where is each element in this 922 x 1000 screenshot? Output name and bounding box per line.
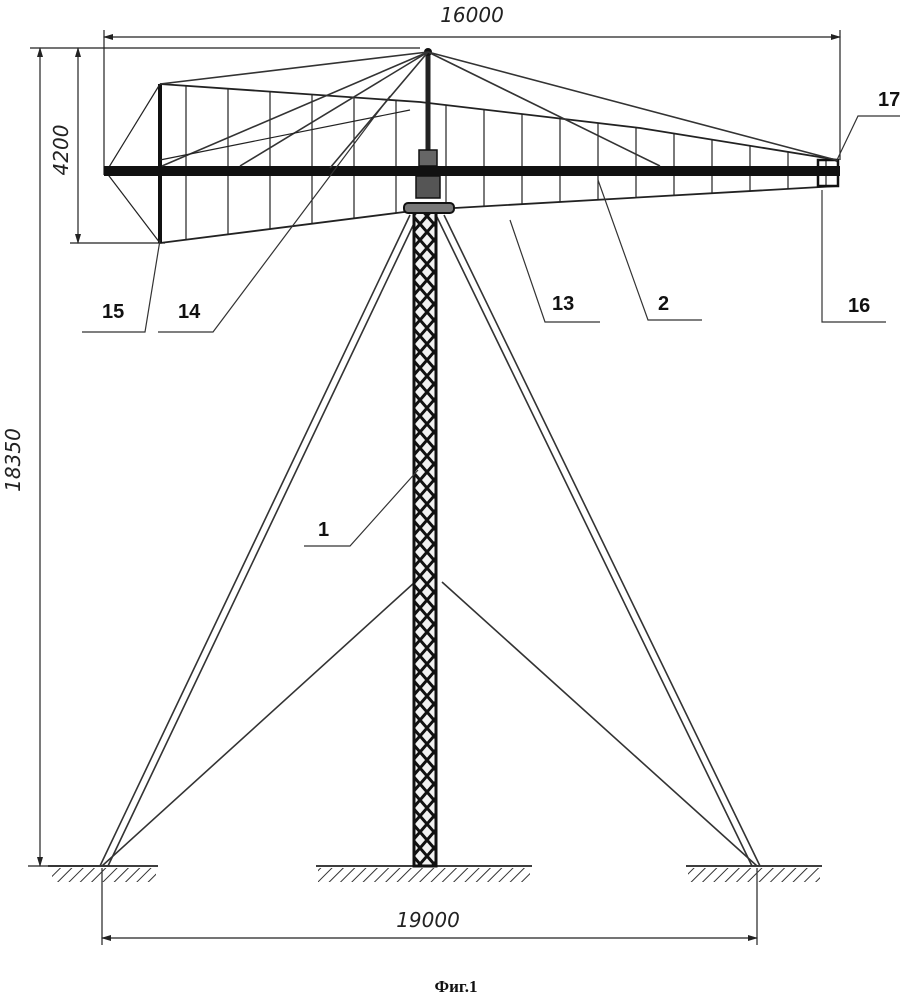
leader-15: 15 <box>82 240 160 332</box>
ref-label-16: 16 <box>848 295 870 317</box>
leader-13: 13 <box>510 220 600 322</box>
dimension-top-width-label: 16000 <box>440 3 504 27</box>
boom <box>104 160 840 186</box>
ref-label-1: 1 <box>318 519 329 541</box>
leader-1: 1 <box>304 470 418 546</box>
dimension-total-height-label: 18350 <box>1 428 25 492</box>
dimension-rotor-height: 4200 <box>30 48 420 243</box>
counter-mast <box>106 84 160 243</box>
ref-label-14: 14 <box>178 301 201 323</box>
leader-17: 17 <box>836 89 900 162</box>
ground-line <box>48 866 822 882</box>
figure-caption: Фиг.1 <box>435 977 478 996</box>
stay-cables <box>160 52 836 168</box>
ref-label-2: 2 <box>658 293 669 315</box>
leader-2: 2 <box>598 180 702 320</box>
dimension-rotor-height-label: 4200 <box>49 125 73 176</box>
leader-14: 14 <box>158 96 390 332</box>
ref-label-13: 13 <box>552 293 574 315</box>
rotor-blade-frame <box>160 84 838 243</box>
ref-label-15: 15 <box>102 301 124 323</box>
ref-label-17: 17 <box>878 89 900 111</box>
leader-16: 16 <box>822 190 886 322</box>
lattice-tower <box>414 212 436 866</box>
dimension-base-width-label: 19000 <box>396 908 460 932</box>
